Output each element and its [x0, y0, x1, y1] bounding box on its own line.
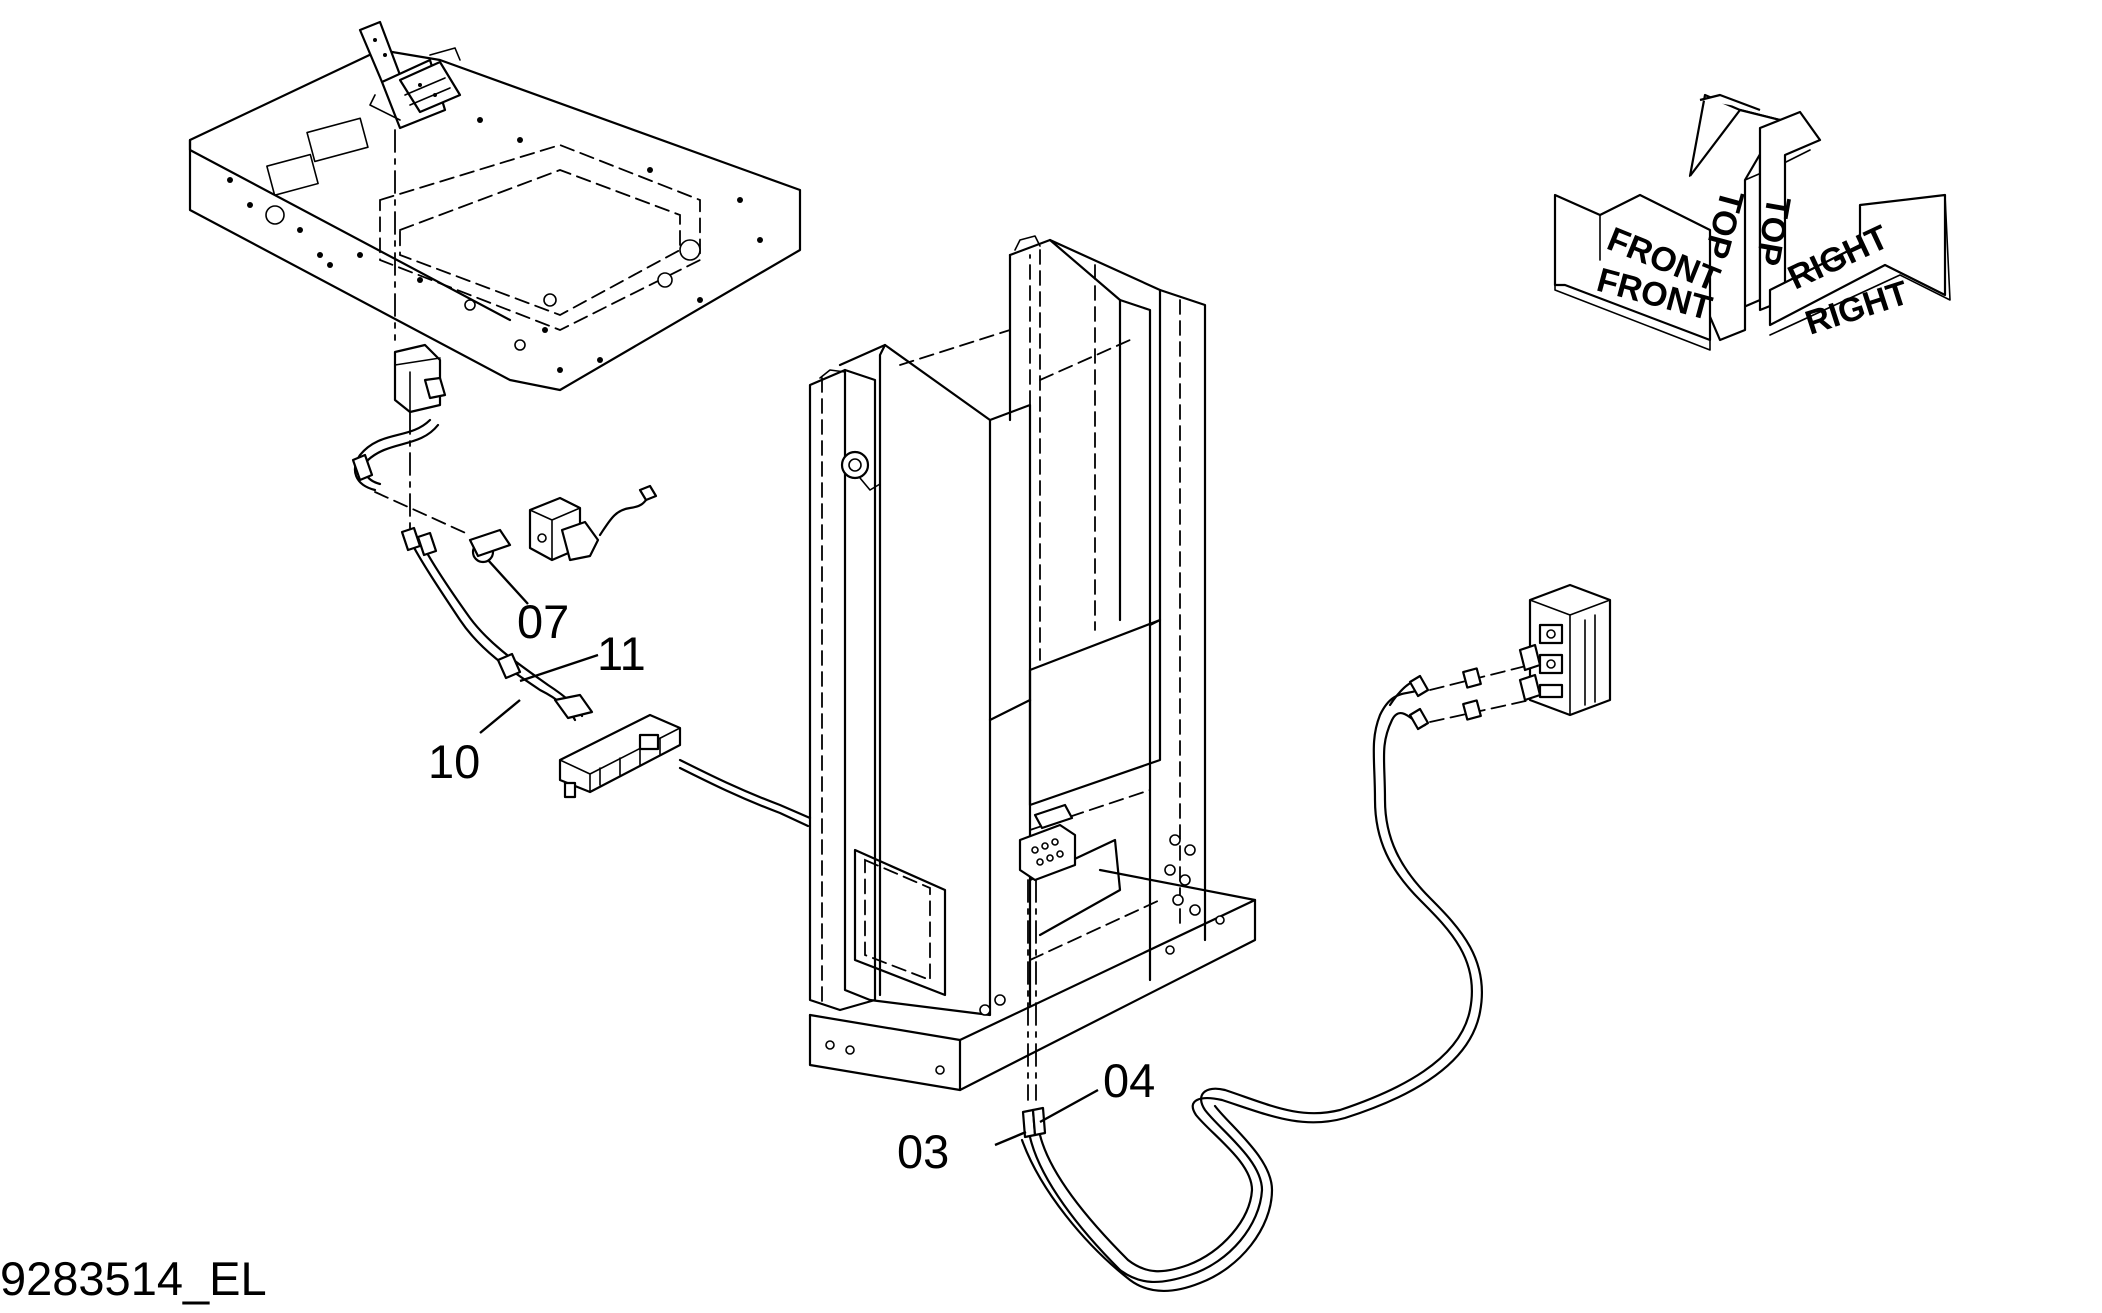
junction-block	[558, 713, 682, 799]
column-connector-plate	[1018, 803, 1077, 882]
cab-support-column	[808, 235, 1257, 1092]
callout-11: 11	[597, 627, 646, 680]
right-arrow	[1768, 193, 1947, 327]
clamp-07	[468, 528, 512, 564]
control-valve-block	[1518, 583, 1612, 717]
front-arrow	[1553, 193, 1712, 342]
fitting-nuts	[1429, 664, 1531, 723]
cab-floor-plate	[188, 48, 802, 392]
left-harness	[351, 418, 594, 722]
leader-lines	[479, 559, 1099, 1147]
pedal-switch	[393, 343, 447, 414]
pedal-control-block	[358, 20, 462, 130]
orientation-arrows: FRONT FRONT TOP TOP RIGHT RIGHT	[1553, 93, 1951, 351]
solenoid-valve	[528, 484, 658, 562]
cable-to-column	[678, 758, 812, 828]
callout-04: 04	[1103, 1054, 1155, 1107]
callout-07: 07	[517, 595, 569, 648]
callout-10: 10	[428, 735, 480, 788]
callout-03: 03	[897, 1125, 949, 1178]
right-harness	[1020, 674, 1483, 1292]
drawing-id: 9283514_EL	[0, 1252, 267, 1305]
